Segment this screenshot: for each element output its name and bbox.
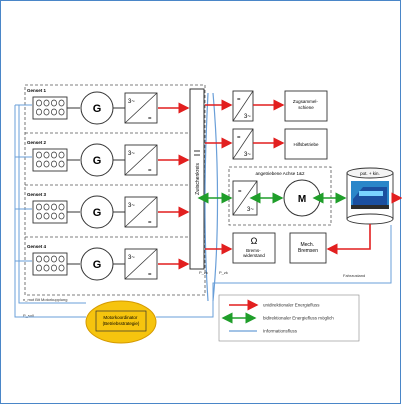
svg-text:=: = [148, 220, 152, 226]
intermediate-circuit-label: Zwischenkreis [195, 163, 201, 195]
genset-label: Genset 4 [27, 244, 47, 249]
info-line-fahrzustand [212, 225, 392, 301]
p-zk-label-1: P_zk [199, 270, 208, 275]
cylinder-icon [58, 108, 65, 116]
genset-4: Genset 4 G 3~ = [15, 244, 190, 281]
legend-item: unidirektionaler Energiefluss [229, 299, 320, 311]
genset-label: Genset 3 [27, 192, 47, 197]
svg-text:=: = [148, 272, 152, 278]
ohm-icon: Ω [251, 236, 258, 246]
cylinder-icon [36, 264, 42, 272]
cylinder-icon [51, 203, 57, 211]
mech-brakes-box [289, 232, 327, 264]
mech-brakes-label: Mech. Bremsen [298, 242, 318, 254]
aux-box-hilfsbetriebe [284, 128, 328, 160]
cylinder-icon [43, 255, 50, 263]
cylinder-icon [36, 255, 42, 263]
genset-2: Genset 2 G 3~ = [15, 140, 190, 177]
cylinder-icon [36, 99, 42, 107]
cylinder-icon [58, 264, 65, 272]
cylinder-icon [43, 264, 50, 272]
cylinder-icon [43, 203, 50, 211]
aux-label-1: Zugsammel- schiene [293, 99, 319, 110]
cylinder-icon [51, 255, 57, 263]
cylinder-icon [58, 160, 65, 168]
cylinder-icon [51, 108, 57, 116]
svg-text:3~: 3~ [244, 114, 251, 120]
svg-text:3~: 3~ [128, 203, 135, 209]
p-soll-label: P_soll [23, 313, 34, 318]
aux-label-2: Hilfsbetriebe [293, 142, 319, 147]
cylinder-icon [58, 255, 65, 263]
cylinder-icon [43, 151, 50, 159]
cylinder-icon [58, 99, 65, 107]
genset-3: Genset 3 G 3~ = [15, 192, 190, 229]
genset-label: Genset 1 [27, 88, 47, 93]
genset-label: Genset 2 [27, 140, 47, 145]
intermediate-circuit-bar [189, 88, 205, 270]
coordinator-label: Motorkoordinator (Betriebsstrategie) [103, 315, 140, 326]
info-line-p-soll [14, 105, 86, 318]
generator-label: G [93, 103, 102, 115]
svg-text:3~: 3~ [128, 151, 135, 157]
cylinder-icon [36, 108, 42, 116]
info-flow-line-1 [212, 92, 219, 302]
cylinder-icon [36, 160, 42, 168]
brake-resistor-box [232, 232, 276, 264]
cylinder-icon [51, 160, 57, 168]
legend-label: bidirektionaler Energiefluss möglich [263, 316, 334, 321]
cylinder-icon [43, 99, 50, 107]
cylinder-icon [51, 99, 57, 107]
cylinder-icon [58, 203, 65, 211]
cylinder-icon [43, 212, 50, 220]
svg-text:=: = [238, 189, 242, 195]
motor-label: M [298, 194, 306, 205]
p-zk-label-2: P_zk [219, 270, 228, 275]
legend-item: Informationsfluss [229, 329, 298, 334]
cylinder-icon [36, 151, 42, 159]
svg-text:=: = [148, 116, 152, 122]
generator-label: G [93, 155, 102, 167]
svg-text:3~: 3~ [128, 255, 135, 261]
cylinder-icon [51, 264, 57, 272]
cylinder-icon [36, 212, 42, 220]
cylinder-icon [36, 203, 42, 211]
info-line-coupling [18, 105, 86, 304]
fahrzustand-label: Fahrzustand [343, 273, 365, 278]
svg-text:3~: 3~ [128, 99, 135, 105]
legend-item: bidirektionaler Energiefluss möglich [221, 312, 334, 324]
traction-group-label: angetriebene Achse 1&2 [255, 171, 305, 176]
motor-coupling-label: n_mot Bit Motorkupplung [23, 297, 67, 302]
svg-text:3~: 3~ [244, 152, 251, 158]
cylinder-icon [51, 212, 57, 220]
svg-text:=: = [237, 97, 241, 103]
svg-text:=: = [237, 135, 241, 141]
svg-text:3~: 3~ [247, 207, 254, 213]
generator-label: G [93, 207, 102, 219]
motor-coordinator [85, 300, 157, 344]
aux-box-zugsammelschiene [284, 90, 328, 122]
cylinder-icon [43, 108, 50, 116]
cylinder-icon [51, 151, 57, 159]
cylinder-icon [58, 151, 65, 159]
generator-label: G [93, 259, 102, 271]
brake-resistor-label: Brems- widerstand [243, 248, 265, 258]
legend-label: unidirektionaler Energiefluss [263, 303, 320, 308]
train-storage: pot. + kin. [346, 167, 394, 225]
train-box-label: pot. + kin. [360, 171, 380, 176]
cylinder-icon [43, 160, 50, 168]
genset-1: Genset 1 G 3~ = [15, 88, 190, 125]
cylinder-icon [58, 212, 65, 220]
svg-text:=: = [148, 168, 152, 174]
info-flow-line-2 [204, 92, 209, 302]
legend-label: Informationsfluss [263, 329, 298, 334]
